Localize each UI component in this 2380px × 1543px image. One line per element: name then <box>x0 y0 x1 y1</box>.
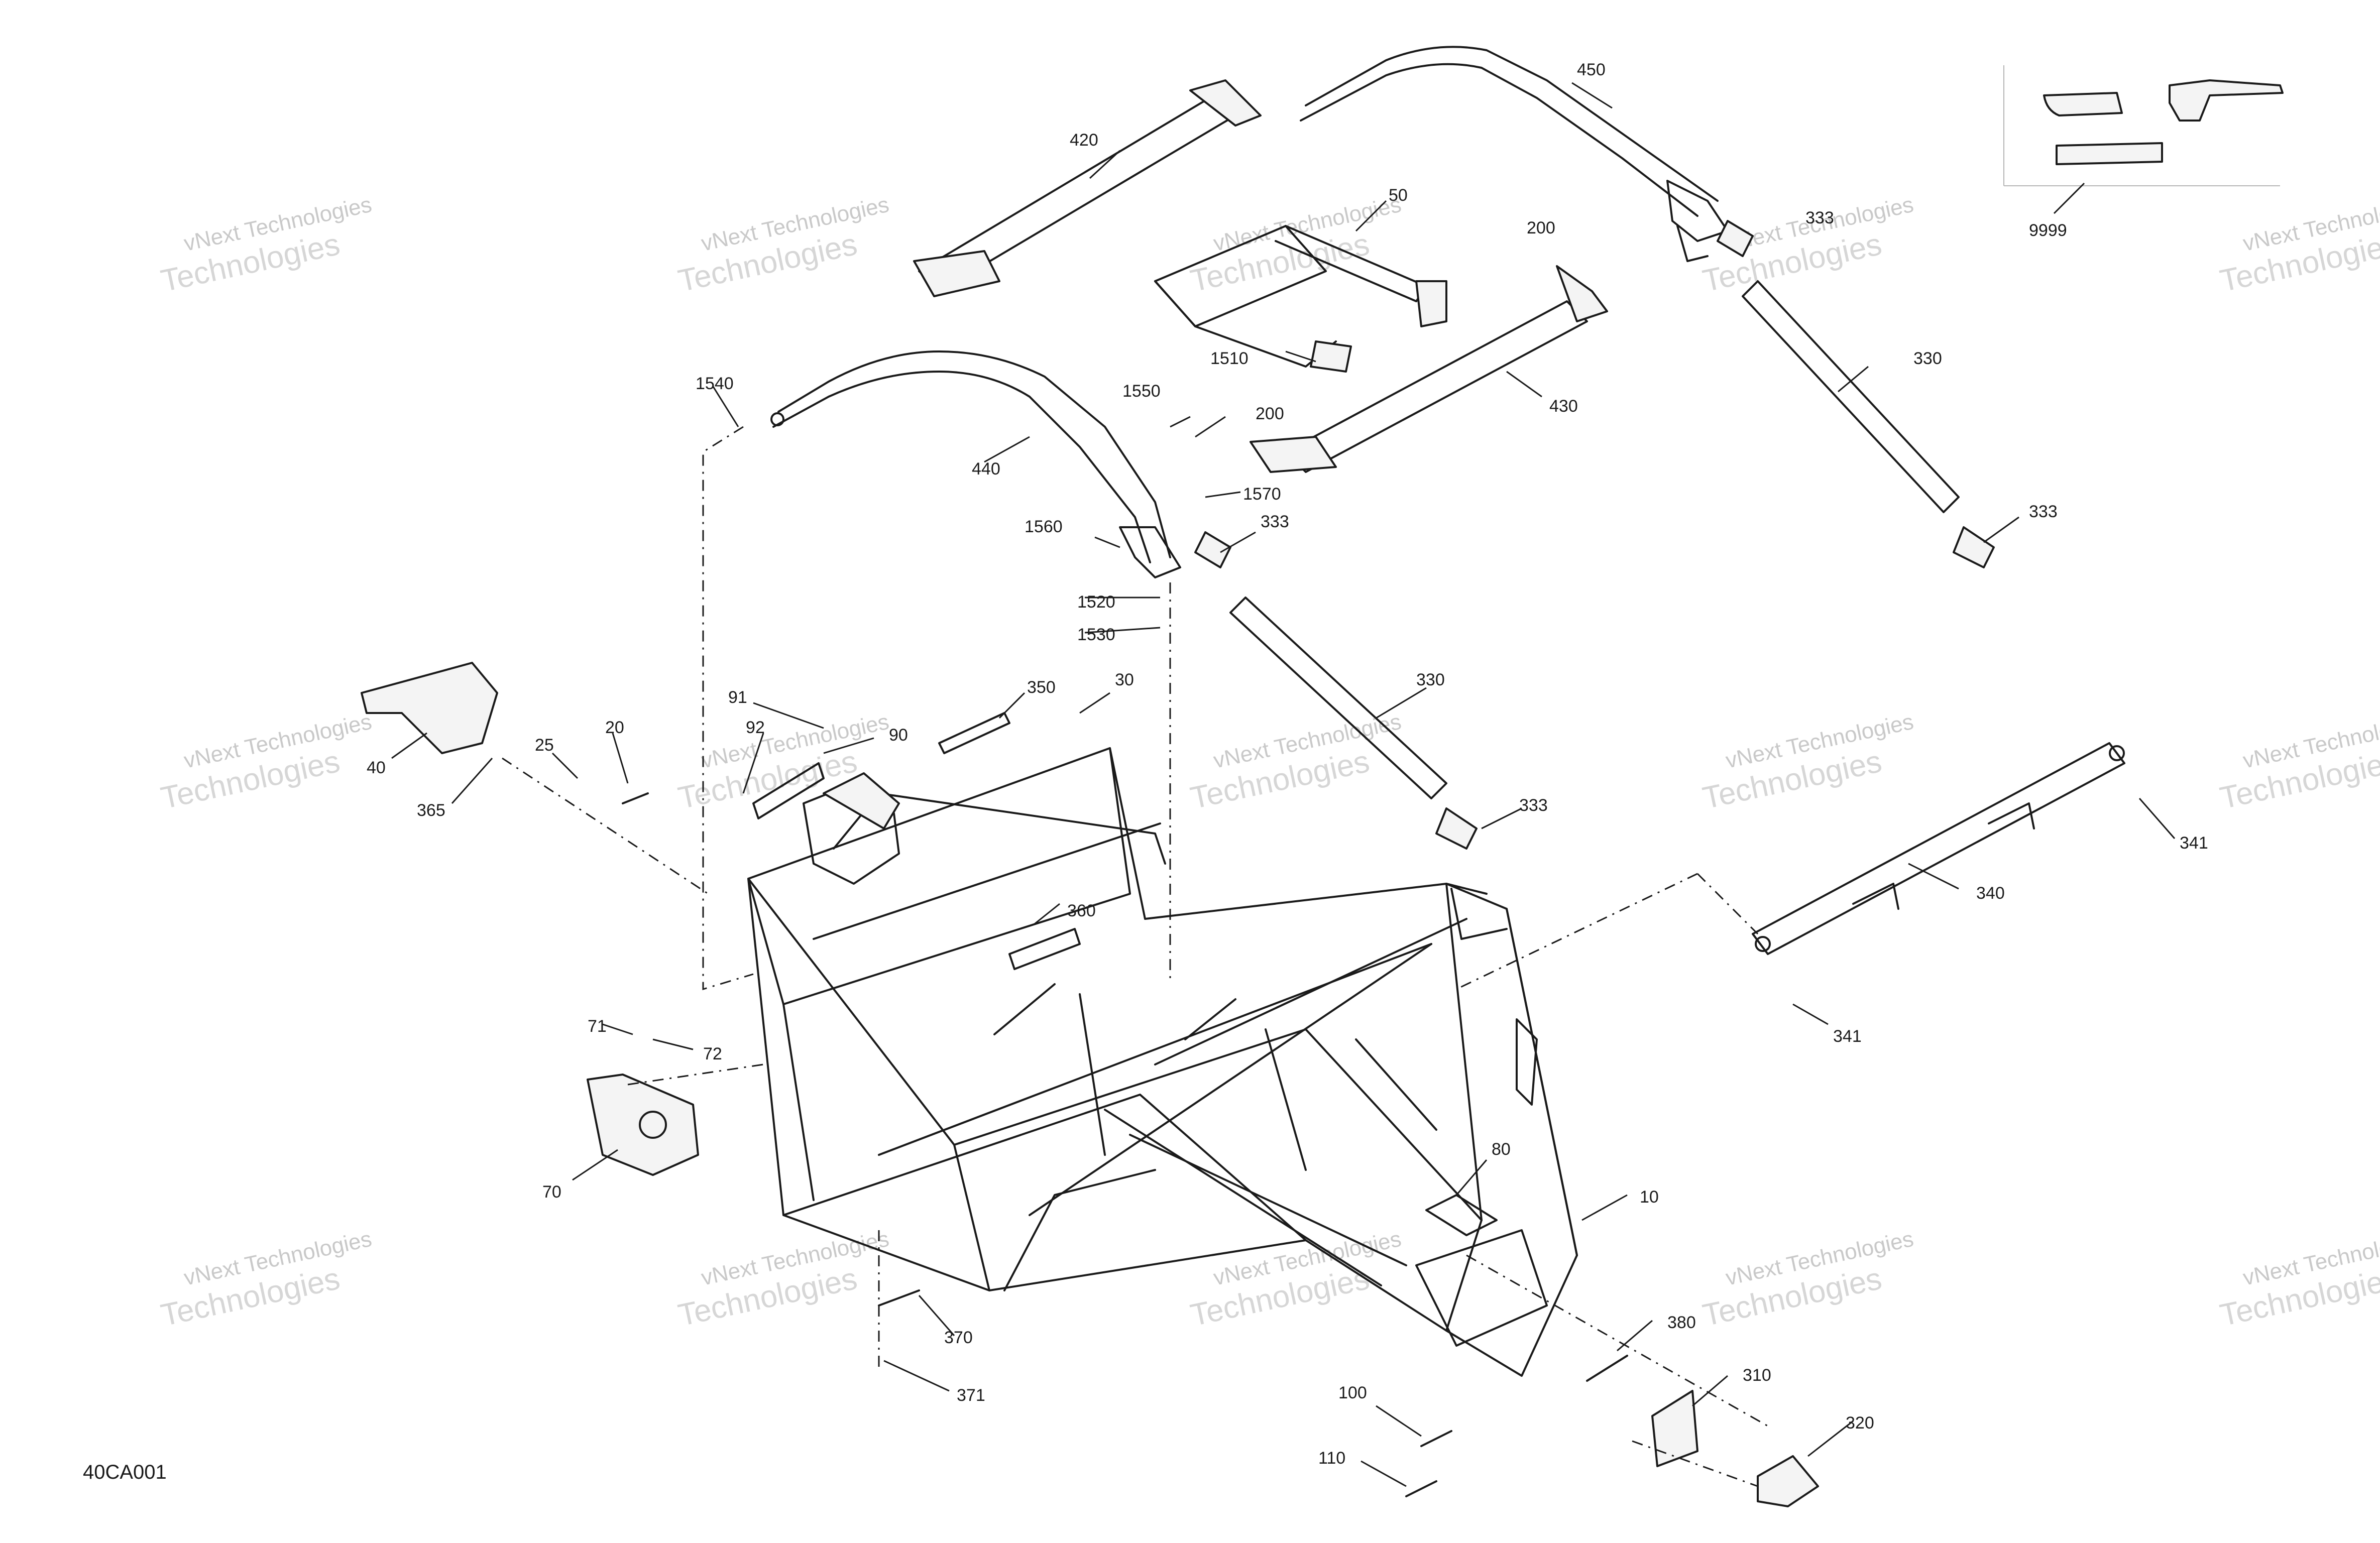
callout-50: 50 <box>1389 186 1408 205</box>
callout-380: 380 <box>1667 1313 1696 1332</box>
watermark: vNext Technologies Technologies <box>2217 709 2380 816</box>
right-lower-side-bar <box>1752 742 2125 955</box>
callout-340: 340 <box>1976 884 2005 903</box>
callout-100: 100 <box>1338 1383 1367 1402</box>
callout-333-front-lower: 333 <box>1519 796 1548 815</box>
callout-341-lower: 341 <box>1833 1027 1862 1046</box>
mount-310 <box>1651 1390 1698 1467</box>
front-roll-bar <box>770 350 1181 578</box>
callout-450: 450 <box>1577 60 1606 79</box>
assembly-lines <box>502 426 1768 1487</box>
watermark: vNext Technologies Technologies <box>158 192 374 299</box>
watermarks: vNext Technologies Technologies vNext Te… <box>158 192 2380 1333</box>
callout-1560: 1560 <box>1025 517 1063 536</box>
callout-430: 430 <box>1549 397 1578 416</box>
callout-9999: 9999 <box>2029 221 2067 240</box>
callout-91: 91 <box>728 688 747 707</box>
callout-440: 440 <box>972 459 1000 479</box>
left-side-bar <box>913 79 1262 297</box>
callout-40: 40 <box>367 758 386 777</box>
callout-70: 70 <box>542 1182 561 1202</box>
bracket-80 <box>1425 1194 1498 1236</box>
callout-200-upper: 200 <box>1527 218 1555 238</box>
callout-20: 20 <box>605 718 624 737</box>
callout-1550: 1550 <box>1122 382 1161 401</box>
callout-333-front-upper: 333 <box>1261 512 1289 531</box>
bracket-40 <box>361 662 498 754</box>
center-brace-front <box>1194 531 1478 850</box>
callout-71: 71 <box>588 1017 607 1036</box>
callout-370: 370 <box>944 1328 973 1347</box>
callout-90: 90 <box>889 726 908 745</box>
callout-330-rear: 330 <box>1913 349 1942 368</box>
callout-92: 92 <box>746 718 765 737</box>
watermark: vNext Technologies Technologies <box>158 1227 374 1333</box>
watermark: vNext Technologies Technologies <box>675 192 891 299</box>
bracket-70 <box>587 1074 699 1176</box>
clip-110 <box>1405 1480 1437 1497</box>
callout-350: 350 <box>1027 678 1056 697</box>
callout-72: 72 <box>703 1044 722 1063</box>
callout-10: 10 <box>1640 1188 1659 1207</box>
callout-420: 420 <box>1070 131 1098 150</box>
callout-1530: 1530 <box>1077 625 1115 644</box>
decal-bottom <box>2056 142 2163 165</box>
upper-cross-support <box>1154 225 1447 373</box>
watermark: vNext Technologies Technologies <box>2217 192 2380 299</box>
callout-labels: 420 450 50 200 333 9999 1510 330 1540 15… <box>367 60 2208 1468</box>
bracket-90 <box>752 762 825 819</box>
watermark: vNext Technologies Technologies <box>1699 1227 1915 1333</box>
callout-320: 320 <box>1846 1413 1874 1433</box>
right-side-bar <box>1250 265 1608 473</box>
mount-320 <box>1757 1455 1819 1507</box>
watermark: vNext Technologies Technologies <box>2217 1227 2380 1333</box>
leader-lines <box>391 82 2176 1487</box>
strap-350 <box>938 712 1010 754</box>
pin-380 <box>1586 1355 1628 1382</box>
callout-80: 80 <box>1492 1140 1511 1159</box>
rear-roll-bar <box>1300 46 1729 262</box>
callout-25: 25 <box>535 736 554 755</box>
callout-333-rear-lower: 333 <box>2029 502 2058 521</box>
fastener-20 <box>622 792 649 804</box>
main-frame <box>747 747 1578 1377</box>
clip-100 <box>1420 1430 1452 1447</box>
callout-330-front: 330 <box>1416 670 1445 689</box>
callout-30: 30 <box>1115 670 1134 689</box>
callout-1520: 1520 <box>1077 592 1115 612</box>
callout-371: 371 <box>957 1386 985 1405</box>
callout-200-lower: 200 <box>1256 404 1284 423</box>
callout-1510: 1510 <box>1210 349 1249 368</box>
center-brace-rear <box>1717 220 1995 568</box>
callout-365: 365 <box>417 801 445 820</box>
callout-310: 310 <box>1743 1366 1771 1385</box>
callout-360: 360 <box>1067 901 1096 920</box>
callout-1540: 1540 <box>696 374 734 393</box>
watermark: vNext Technologies Technologies <box>1699 709 1915 816</box>
decal-right <box>2169 79 2284 122</box>
callout-333-upper-right: 333 <box>1805 208 1834 227</box>
drawing-id: 40CA001 <box>83 1461 167 1483</box>
strap-360 <box>1008 928 1081 970</box>
fastener-370 <box>878 1289 920 1307</box>
callout-1570: 1570 <box>1243 485 1281 504</box>
callout-110: 110 <box>1318 1449 1345 1468</box>
watermark: vNext Technologies Technologies <box>675 1227 891 1333</box>
watermark: vNext Technologies Technologies <box>158 709 374 816</box>
watermark: vNext Technologies Technologies <box>1187 709 1403 816</box>
decal-kit-legend <box>2003 65 2284 214</box>
callout-341-upper: 341 <box>2180 834 2208 853</box>
decal-left <box>2043 92 2123 116</box>
